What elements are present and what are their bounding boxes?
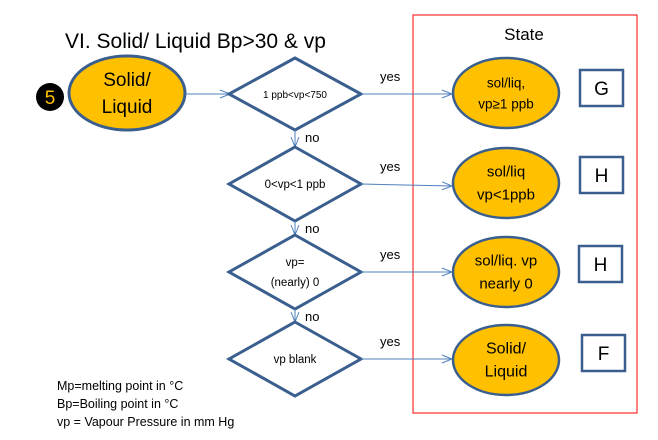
start-line2: Liquid: [102, 97, 153, 118]
legend-vp: vp = Vapour Pressure in mm Hg: [57, 415, 235, 429]
outcome-label: sol/liq,: [487, 76, 525, 91]
no-label: no: [305, 309, 319, 324]
yes-arrow: [360, 184, 452, 186]
decision-label: (nearly) 0: [271, 277, 320, 289]
legend: Mp=melting point in °C Bp=Boiling point …: [57, 377, 234, 431]
legend-mp: Mp=melting point in °C: [57, 379, 184, 393]
yes-label: yes: [380, 69, 401, 84]
outcome-label: Solid/: [486, 341, 527, 358]
step-badge-number: 5: [45, 88, 56, 109]
state-code: H: [594, 255, 608, 276]
state-frame: [412, 14, 638, 414]
state-code: H: [595, 166, 609, 187]
start-node: [67, 54, 187, 132]
outcome-label: sol/liq. vp: [475, 253, 538, 270]
legend-bp: Bp=Boiling point in °C: [57, 397, 179, 411]
decision-label: vp blank: [274, 354, 317, 366]
yes-label: yes: [380, 247, 401, 262]
outcome-node: [451, 235, 561, 309]
state-title: State: [504, 25, 544, 44]
state-code: G: [594, 79, 609, 100]
state-code-box: [580, 333, 627, 373]
decision-diamond: [225, 233, 365, 311]
diagram-title: VI. Solid/ Liquid Bp>30 & vp: [65, 30, 326, 53]
decision-label: 1 ppb<vp<750: [263, 90, 327, 101]
start-line1: Solid/: [103, 70, 151, 91]
outcome-label: vp≥1 ppb: [478, 97, 533, 112]
no-label: no: [305, 221, 319, 236]
step-badge: [36, 83, 64, 111]
outcome-node: [451, 56, 561, 130]
yes-label: yes: [380, 334, 401, 349]
yes-label: yes: [380, 159, 401, 174]
no-label: no: [305, 130, 319, 145]
decision-label: 0<vp<1 ppb: [265, 179, 326, 191]
state-code-box: [578, 155, 625, 195]
decision-diamond: [225, 320, 365, 398]
outcome-label: nearly 0: [479, 276, 532, 293]
outcome-label: sol/liq: [487, 164, 525, 181]
outcome-node: [451, 323, 561, 397]
outcome-node: [451, 146, 561, 220]
outcome-label: Liquid: [485, 364, 528, 381]
state-code: F: [598, 344, 610, 365]
state-code-box: [577, 244, 624, 284]
decision-label: vp=: [286, 257, 305, 269]
outcome-label: vp<1ppb: [477, 187, 535, 204]
state-code-box: [578, 68, 625, 108]
